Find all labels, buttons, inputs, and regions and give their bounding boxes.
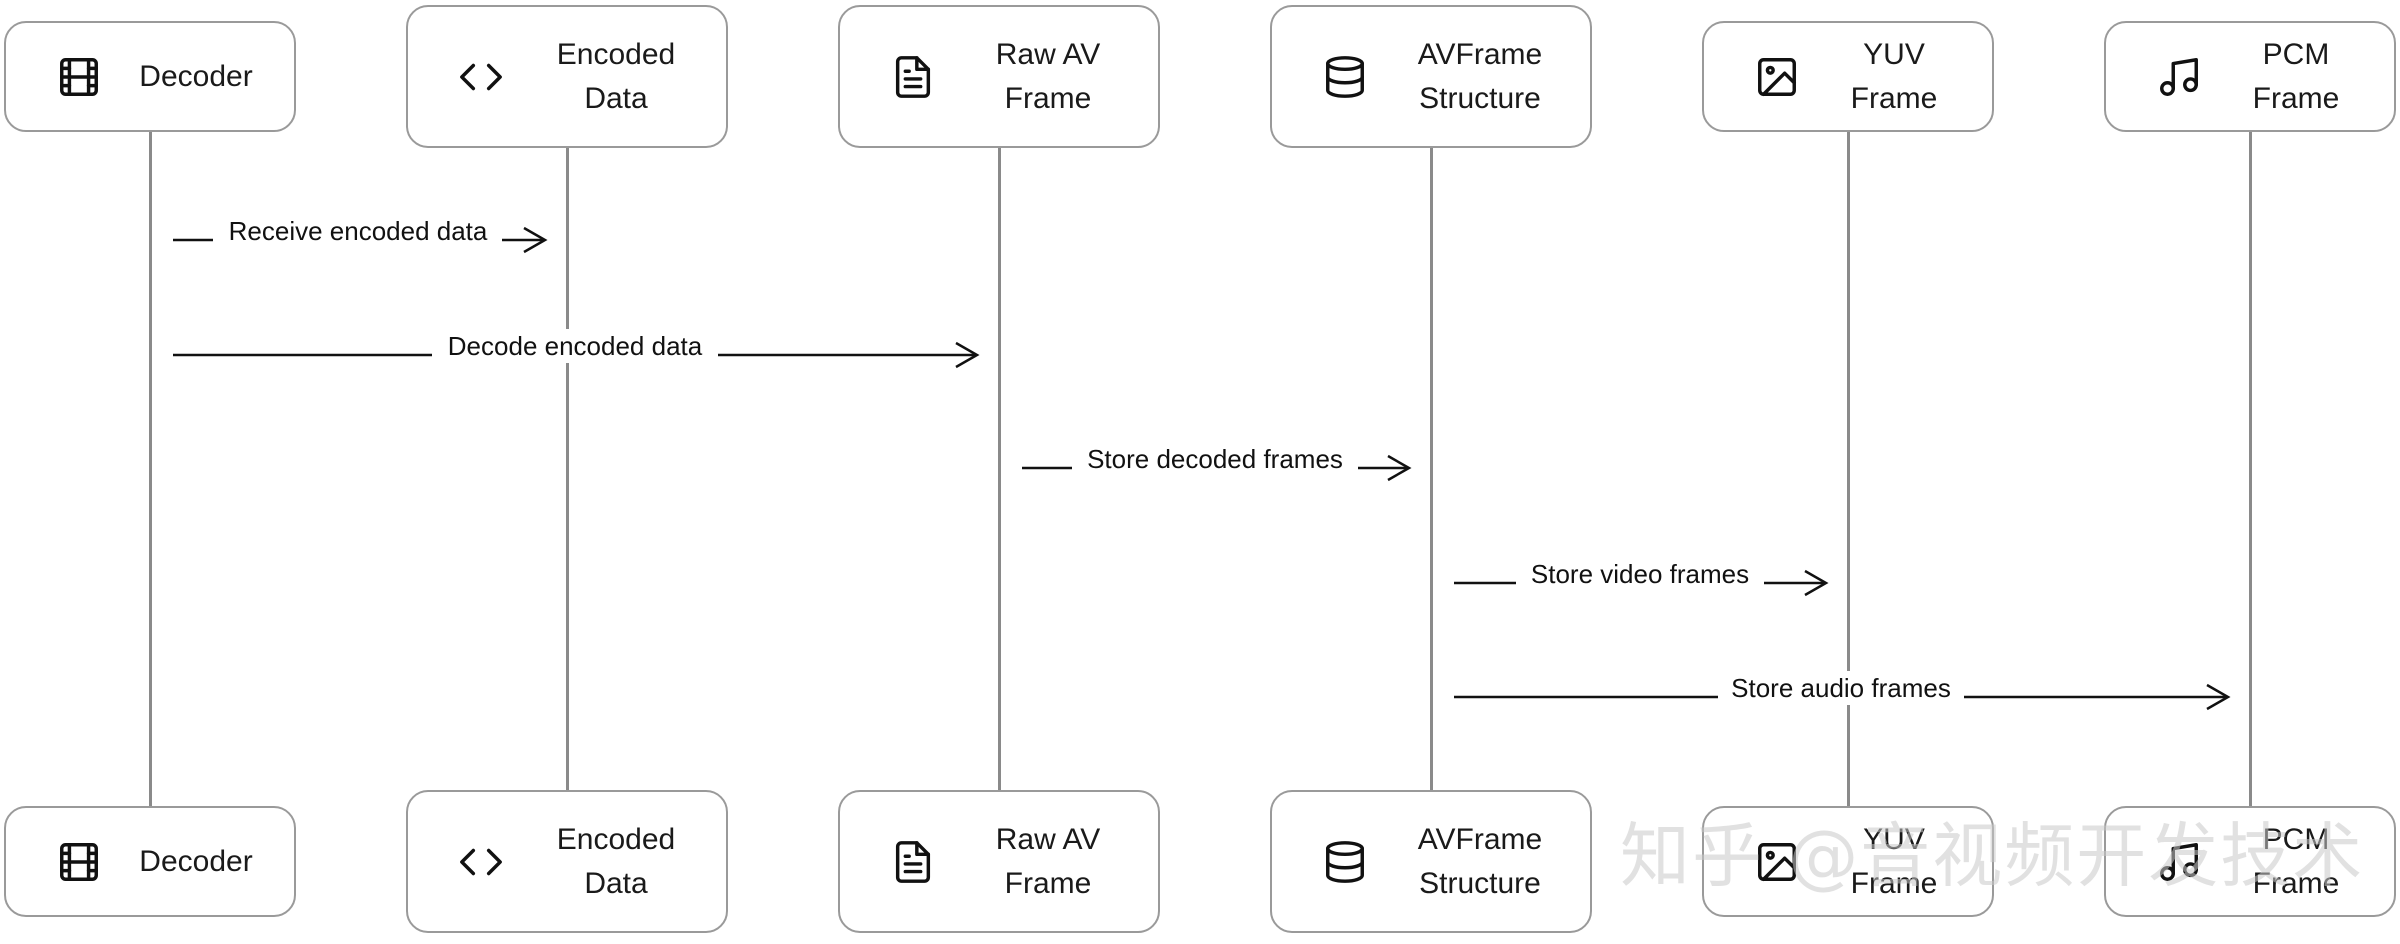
message-store-decoded-frames: Store decoded frames [1022, 442, 1412, 482]
code-icon [460, 63, 502, 90]
participant-label: AVFrame Structure [1417, 822, 1543, 900]
participant-label: Decoder [139, 59, 253, 93]
lifeline-pcm-frame [2249, 132, 2252, 812]
participant-decoder-bottom: Decoder [4, 806, 296, 917]
lifeline-avframe-structure [1430, 148, 1433, 794]
participant-label: Decoder [139, 844, 253, 878]
label-background [1526, 557, 1754, 591]
film-icon [60, 57, 98, 96]
image-icon [1758, 842, 1796, 881]
participant-encoded-data-top: Encoded Data [406, 5, 728, 148]
participant-label: PCM Frame [2252, 37, 2340, 115]
participant-pcm-frame-bottom: PCM Frame [2104, 806, 2396, 917]
message-label: Decode encoded data [448, 331, 703, 361]
message-store-audio-frames: Store audio frames [1454, 671, 2231, 711]
lifeline-decoder [149, 132, 152, 812]
message-label: Receive encoded data [229, 216, 488, 246]
film-icon [60, 842, 98, 881]
database-icon [1326, 840, 1364, 883]
participant-label: YUV Frame [1850, 37, 1938, 115]
participant-yuv-frame-top: YUV Frame [1702, 21, 1994, 132]
message-store-video-frames: Store video frames [1454, 557, 1829, 597]
participant-decoder-top: Decoder [4, 21, 296, 132]
label-background [224, 214, 492, 248]
participant-label: YUV Frame [1850, 822, 1938, 900]
message-receive-encoded-data: Receive encoded data [173, 214, 548, 254]
participant-label: AVFrame Structure [1417, 37, 1543, 115]
participant-yuv-frame-bottom: YUV Frame [1702, 806, 1994, 917]
database-icon [1326, 55, 1364, 98]
message-decode-encoded-data: Decode encoded data [173, 329, 980, 369]
participant-label: Encoded Data [556, 822, 676, 900]
file-text-icon [895, 55, 931, 98]
label-background [1083, 442, 1347, 476]
participant-pcm-frame-top: PCM Frame [2104, 21, 2396, 132]
participant-encoded-data-bottom: Encoded Data [406, 790, 728, 933]
message-label: Store decoded frames [1087, 444, 1343, 474]
label-background [443, 329, 707, 363]
message-label: Store audio frames [1731, 673, 1951, 703]
participant-label: PCM Frame [2252, 822, 2340, 900]
music-icon [2160, 842, 2198, 881]
participant-label: Raw AV Frame [995, 37, 1101, 115]
music-icon [2160, 57, 2198, 96]
participant-avframe-structure-top: AVFrame Structure [1270, 5, 1592, 148]
lifeline-yuv-frame [1847, 132, 1850, 812]
file-text-icon [895, 840, 931, 883]
watermark: 知乎 @音视频开发技术 [1620, 815, 2365, 897]
lifeline-encoded-data [566, 148, 569, 794]
participant-label: Raw AV Frame [995, 822, 1101, 900]
participant-label: Encoded Data [556, 37, 676, 115]
label-background [1727, 671, 1955, 705]
message-label: Store video frames [1531, 559, 1749, 589]
code-icon [460, 848, 502, 875]
participant-raw-av-frame-bottom: Raw AV Frame [838, 790, 1160, 933]
participant-raw-av-frame-top: Raw AV Frame [838, 5, 1160, 148]
lifeline-raw-av-frame [998, 148, 1001, 794]
participant-avframe-structure-bottom: AVFrame Structure [1270, 790, 1592, 933]
image-icon [1758, 57, 1796, 96]
